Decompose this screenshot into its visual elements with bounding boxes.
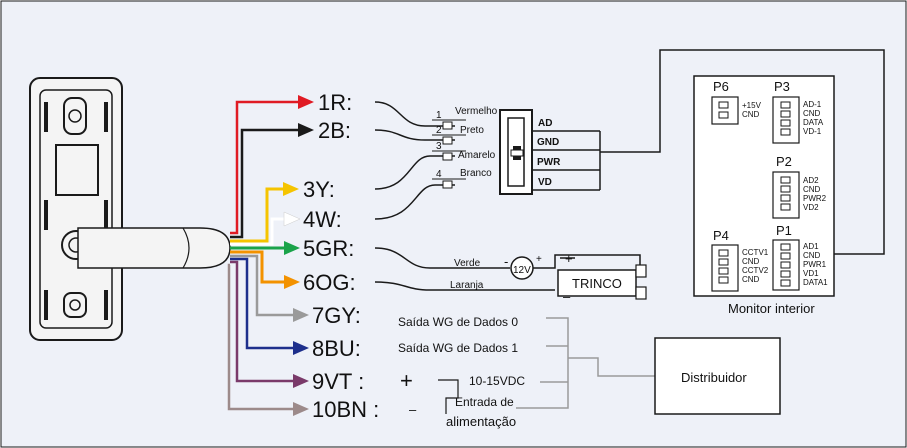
connector-wires xyxy=(374,101,455,220)
port-p4-pin-3: CCTV2 xyxy=(742,266,769,275)
wire-label-3: 3Y: xyxy=(303,177,335,202)
wire-4-white xyxy=(230,211,301,246)
wire-10-brown xyxy=(227,263,309,416)
port-p3-name: P3 xyxy=(774,79,790,94)
distributor-box xyxy=(654,337,781,415)
power-supply-symbol xyxy=(510,256,534,280)
signal-ad: AD xyxy=(538,118,552,129)
wire-7-gray xyxy=(230,254,309,322)
pin-num-2: 2 xyxy=(436,125,442,136)
pin-num-1: 1 xyxy=(436,110,442,121)
signal-pwr: PWR xyxy=(537,157,561,168)
port-p6-pin-1: +15V xyxy=(742,101,762,110)
lock-device xyxy=(557,264,647,300)
port-p6 xyxy=(711,96,739,125)
data-out-1-label: Saída WG de Dados 1 xyxy=(398,341,518,355)
wire-label-1: 1R: xyxy=(318,90,352,115)
port-p3-pin-4: VD-1 xyxy=(803,127,822,136)
signal-gnd: GND xyxy=(537,137,559,148)
lock-wire-orange-label: Laranja xyxy=(450,280,484,291)
wire-6-orange xyxy=(230,250,300,289)
wire-1-red xyxy=(230,95,314,235)
port-p3-pin-2: CND xyxy=(803,109,821,118)
port-p2-pin-3: PWR2 xyxy=(803,194,827,203)
lock-plus-sign: + xyxy=(536,254,542,265)
connector-pin-number-lines xyxy=(432,119,466,180)
wire-label-7: 7GY: xyxy=(312,303,361,328)
wire-8-blue xyxy=(230,257,309,355)
port-p1-pin-5: DATA1 xyxy=(803,278,828,287)
lock-wire-green-label: Verde xyxy=(454,258,481,269)
port-p1-pin-4: VD1 xyxy=(803,269,819,278)
wire-name-4: Branco xyxy=(460,168,492,179)
port-p1-pin-3: PWR1 xyxy=(803,260,827,269)
port-p2-pin-1: AD2 xyxy=(803,176,819,185)
cable-bundle xyxy=(77,227,231,269)
power-voltage: 10-15VDC xyxy=(469,374,525,388)
wire-label-4: 4W: xyxy=(303,207,342,232)
wire-name-3: Amarelo xyxy=(458,150,496,161)
lock-wires xyxy=(374,247,641,291)
data-out-0-label: Saída WG de Dados 0 xyxy=(398,315,518,329)
wire-label-5: 5GR: xyxy=(303,236,354,261)
port-p4-pin-4: CND xyxy=(742,275,760,284)
lock-term-plus: + xyxy=(565,251,573,266)
port-p4 xyxy=(711,244,739,292)
port-p6-pin-2: CND xyxy=(742,110,760,119)
power-input-line2: alimentação xyxy=(446,414,516,429)
power-plus-sign: + xyxy=(400,368,413,393)
wire-3-yellow xyxy=(230,182,299,243)
distributor-label: Distribuidor xyxy=(681,370,747,385)
port-p1-pin-2: CND xyxy=(803,251,821,260)
port-p2-pin-2: CND xyxy=(803,185,821,194)
wire-label-8: 8BU: xyxy=(312,336,361,361)
port-p3-pin-1: AD-1 xyxy=(803,100,822,109)
port-p2-name: P2 xyxy=(776,154,792,169)
port-p4-pin-1: CCTV1 xyxy=(742,248,769,257)
wire-2-black xyxy=(230,123,314,239)
wire-name-1: Vermelho xyxy=(455,106,498,117)
port-p3 xyxy=(772,96,800,144)
port-p1-name: P1 xyxy=(776,223,792,238)
distributor-wires xyxy=(516,317,655,409)
port-p4-pin-2: CND xyxy=(742,257,760,266)
wire-label-10: 10BN : xyxy=(312,397,379,422)
power-brace xyxy=(438,379,459,414)
monitor-title: Monitor interior xyxy=(728,301,815,316)
port-p6-name: P6 xyxy=(713,79,729,94)
pin-num-3: 3 xyxy=(436,141,442,152)
lock-minus-sign: - xyxy=(504,254,508,269)
port-p1 xyxy=(772,239,800,291)
connector-plug xyxy=(499,109,533,195)
pin-num-4: 4 xyxy=(436,169,442,180)
monitor-panel xyxy=(693,75,835,297)
port-p2 xyxy=(772,171,800,219)
wire-label-6: 6OG: xyxy=(303,270,356,295)
lock-voltage: 12V xyxy=(513,265,531,276)
port-p2-pin-4: VD2 xyxy=(803,203,819,212)
port-p4-name: P4 xyxy=(713,228,729,243)
signal-vd: VD xyxy=(538,177,552,188)
connector-output-lines xyxy=(532,49,885,255)
door-station-device xyxy=(29,77,123,341)
wire-name-2: Preto xyxy=(460,125,484,136)
port-p1-pin-1: AD1 xyxy=(803,242,819,251)
wire-label-2: 2B: xyxy=(318,118,351,143)
wire-label-9: 9VT : xyxy=(312,369,364,394)
connector-pin-marks xyxy=(442,121,453,189)
wire-5-green xyxy=(230,241,300,255)
wire-9-violet xyxy=(230,260,309,388)
power-input-line1: Entrada de xyxy=(455,395,514,409)
port-p3-pin-3: DATA xyxy=(803,118,824,127)
power-minus-sign: – xyxy=(409,402,417,417)
lock-label: TRINCO xyxy=(572,276,622,291)
